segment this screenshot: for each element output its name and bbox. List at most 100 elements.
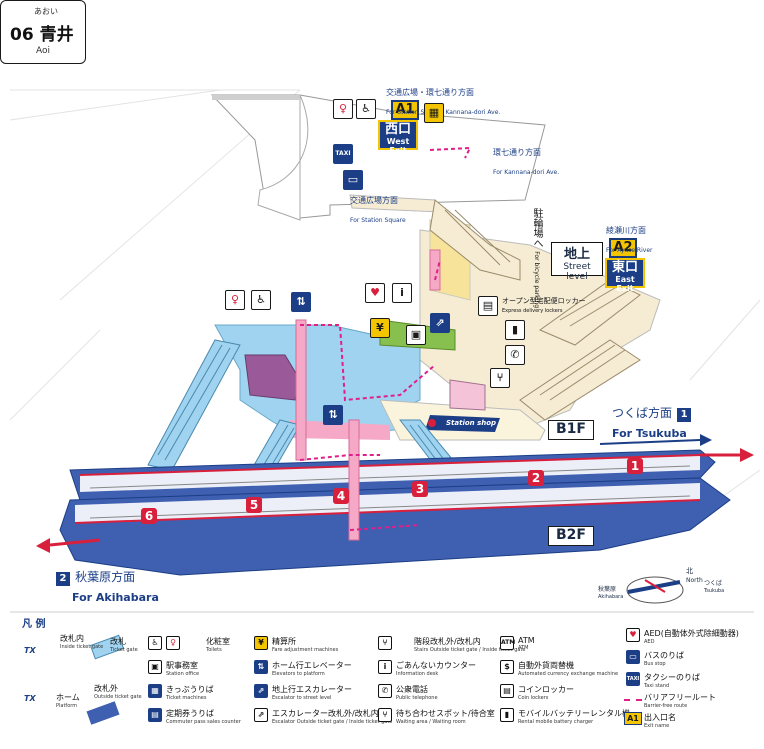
exit-a2-badge[interactable]: A2 xyxy=(609,238,637,258)
toilet-icon-b1f[interactable]: ♀ xyxy=(225,290,245,310)
street-level-ja: 地上 xyxy=(563,247,590,262)
legend-taxi-ja: タクシーのりば xyxy=(644,673,700,682)
telephone-icon[interactable]: ✆ xyxy=(505,345,525,365)
legend-exit-name-en: Exit name xyxy=(644,723,670,729)
legend-coin-lockers-ja: コインロッカー xyxy=(518,685,574,694)
exit-west-label[interactable]: 西口 West Exit xyxy=(378,120,418,155)
legend-fare-adjust-icon: ¥ xyxy=(254,636,268,650)
wheelchair-icon[interactable]: ♿ xyxy=(356,99,376,119)
legend-gate-ja: 改札 xyxy=(110,637,126,646)
legend-currency-ja: 自動外貨両替機 xyxy=(518,661,574,670)
battery-icon[interactable]: ▮ xyxy=(505,320,525,340)
lockers-en: Express delivery lockers xyxy=(502,308,563,314)
exit-east-label[interactable]: 東口 East Exit xyxy=(605,258,645,293)
information-icon[interactable]: i xyxy=(392,283,412,303)
station-name-box: あおい 06 青井 Aoi xyxy=(0,0,86,64)
legend-taxi-icon: TAXI xyxy=(626,672,640,686)
direction-akihabara: 2 秋葉原方面 For Akihabara xyxy=(56,566,159,605)
legend-station-office-ja: 駅事務室 xyxy=(166,661,198,670)
station-shop-label[interactable]: Station shop xyxy=(446,419,497,427)
legend-elevators-en: Elevators to platform xyxy=(272,671,325,677)
legend-title: 凡 例 xyxy=(22,619,46,630)
legend-battery-icon: ▮ xyxy=(500,708,514,722)
legend-escalator-icon: ⇗ xyxy=(254,708,268,722)
taxi-icon[interactable]: TAXI xyxy=(333,144,353,164)
legend-escalator-street-en: Escalator to street level xyxy=(272,695,332,701)
platform-number-1: 1 xyxy=(627,458,643,474)
legend-battery-ja: モバイルバッテリーレンタル機 xyxy=(518,709,630,718)
tx-logo-icon: TX xyxy=(24,646,36,655)
ticket-machine-icon[interactable]: ▦ xyxy=(424,103,444,123)
direction-ayase-ja: 綾瀬川方面 xyxy=(606,226,646,235)
escalator-street-icon[interactable]: ⇗ xyxy=(430,313,450,333)
wheelchair-icon-b1f[interactable]: ♿ xyxy=(251,290,271,310)
elevator-icon-platform[interactable]: ⇅ xyxy=(323,405,343,425)
compass-akihabara-ja: 秋葉原 xyxy=(598,586,617,593)
legend-escalator-street-icon: ⇗ xyxy=(254,684,268,698)
direction-ayase: 綾瀬川方面 For Ayase River xyxy=(606,218,652,256)
legend-toilet-icon: ♀ xyxy=(166,636,180,650)
compass-north-en: North xyxy=(686,577,703,584)
train-windows xyxy=(89,465,691,519)
bicycle-parking-label: 駐輪場へ For bicycle parking xyxy=(520,208,544,308)
legend-waiting-icon: ⑂ xyxy=(378,708,392,722)
toilet-icon[interactable]: ♀ xyxy=(333,99,353,119)
legend-station-office-en: Station office xyxy=(166,671,200,677)
legend-taxi-en: Taxi stand xyxy=(644,683,670,689)
street-plaza xyxy=(210,94,546,221)
direction-akihabara-ja: 秋葉原方面 xyxy=(75,570,136,584)
station-office-icon[interactable]: ▣ xyxy=(406,325,426,345)
exit-east-ja: 東口 xyxy=(611,260,638,275)
exit-a1-badge[interactable]: A1 xyxy=(391,100,419,120)
legend-telephone-en: Public telephone xyxy=(396,695,438,701)
direction-tsukuba-ja: つくば方面 xyxy=(612,406,673,420)
station-name-en: Aoi xyxy=(36,46,51,56)
street-level-tag: 地上 Street level xyxy=(551,242,603,282)
bicycle-en: For bicycle parking xyxy=(533,251,540,309)
compass-rose xyxy=(626,576,684,604)
legend-station-office-icon: ▣ xyxy=(148,660,162,674)
aed-icon[interactable]: ♥ xyxy=(365,283,385,303)
compass-tsukuba-en: Tsukuba xyxy=(704,588,725,594)
legend-gate-outside-en: Outside ticket gate xyxy=(94,694,142,700)
elevator-icon[interactable]: ⇅ xyxy=(291,292,311,312)
legend-aed-ja: AED(自動体外式除細動器) xyxy=(644,629,739,638)
legend-gate-en: Ticket gate xyxy=(110,647,138,653)
legend-stairs-icon: ⑂ xyxy=(378,636,392,650)
legend-aed: AED(自動体外式除細動器)AED xyxy=(644,628,739,645)
direction-arrows xyxy=(36,115,754,553)
waiting-area-icon[interactable]: ⑂ xyxy=(490,368,510,388)
legend-toilets-ja: 化粧室 xyxy=(206,637,230,646)
station-name-ja: 青井 xyxy=(39,25,74,45)
platform-number-5: 5 xyxy=(246,497,262,513)
delivery-locker-icon[interactable]: ▤ xyxy=(478,296,498,316)
platform-number-2: 2 xyxy=(528,470,544,486)
legend-currency-icon: $ xyxy=(500,660,514,674)
direction-tsukuba-en: For Tsukuba xyxy=(612,427,687,440)
legend-currency-en: Automated currency exchange machine xyxy=(518,671,619,677)
bus-icon[interactable]: ▭ xyxy=(343,170,363,190)
legend-barrier-free-icon xyxy=(624,699,642,701)
fare-adjustment-icon[interactable]: ¥ xyxy=(370,318,390,338)
legend-telephone-icon: ✆ xyxy=(378,684,392,698)
legend-atm-icon: ATM xyxy=(500,636,515,650)
barrier-free-route xyxy=(299,146,472,531)
